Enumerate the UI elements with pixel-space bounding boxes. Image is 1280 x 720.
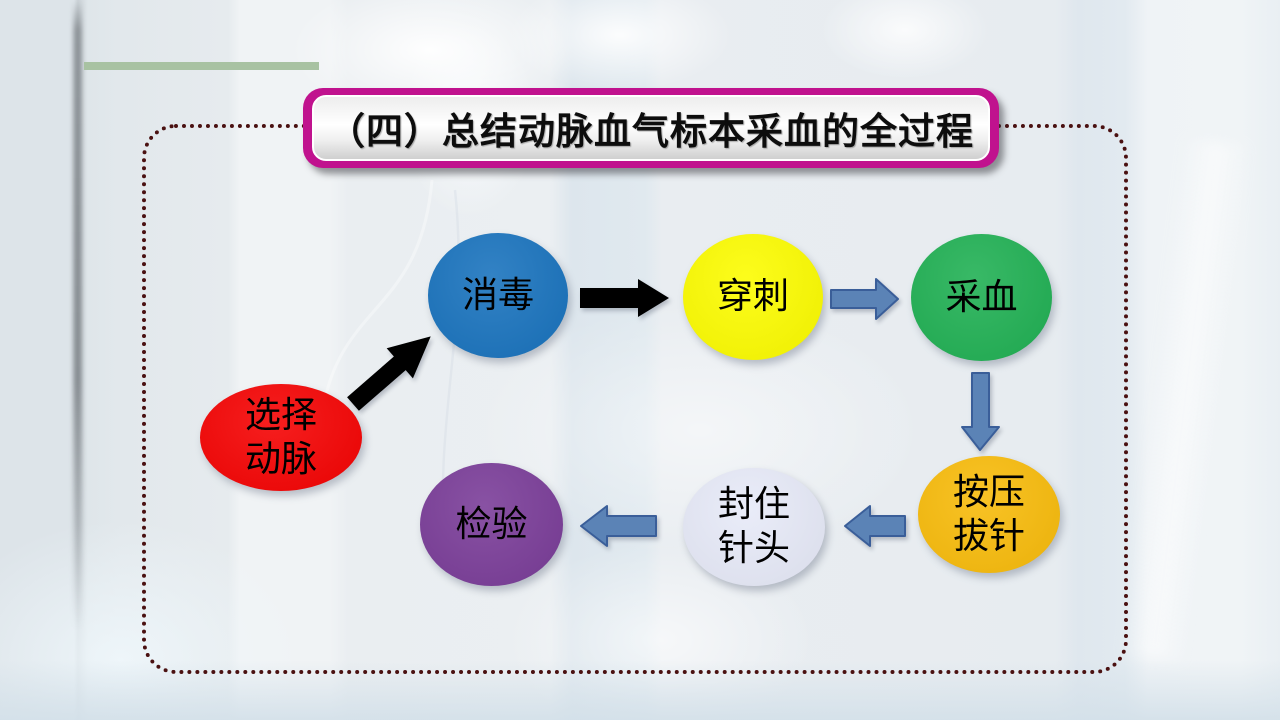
flow-node-label: 封住 针头 (717, 484, 790, 569)
title-banner-inner: （四）总结动脉血气标本采血的全过程 (312, 95, 990, 161)
slide-title: （四）总结动脉血气标本采血的全过程 (328, 110, 974, 153)
flow-node-label: 检验 (455, 503, 528, 545)
flow-node-select-artery: 选择 动脉 (200, 384, 362, 491)
flow-node-press-withdraw: 按压 拔针 (918, 456, 1060, 573)
flow-node-label: 选择 动脉 (244, 394, 317, 480)
flow-node-label: 采血 (945, 276, 1018, 318)
flow-node-label: 消毒 (461, 274, 534, 316)
flow-node-seal-needle: 封住 针头 (683, 468, 825, 586)
flow-node-puncture: 穿刺 (683, 234, 823, 360)
flow-node-collect-blood: 采血 (911, 234, 1052, 361)
green-accent-line (84, 62, 319, 70)
flow-node-test: 检验 (420, 463, 563, 586)
flow-node-disinfect: 消毒 (428, 233, 568, 358)
flow-node-label: 按压 拔针 (952, 471, 1025, 557)
flow-node-label: 穿刺 (716, 276, 789, 318)
background-wall-edge (73, 0, 82, 630)
title-banner: （四）总结动脉血气标本采血的全过程 (303, 88, 999, 168)
